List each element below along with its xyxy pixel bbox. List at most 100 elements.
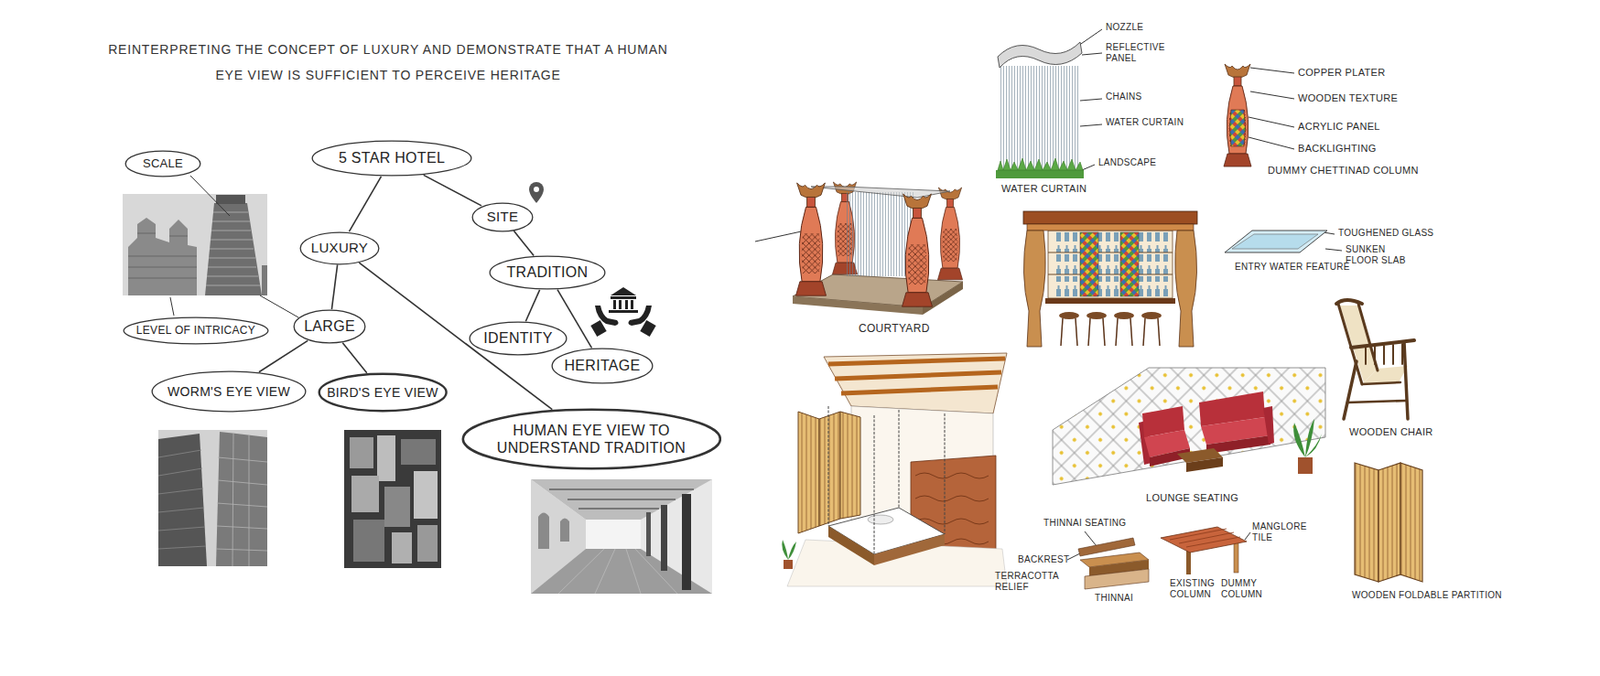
bedroom-sketch [828,358,1006,394]
leader-line [1250,91,1295,99]
bar-counter-sketch [1060,318,1160,346]
bedroom-sketch [823,353,1007,414]
node-label: LARGE [303,317,356,336]
temple-photo [122,194,268,296]
folding-partition-sketch [1354,463,1423,583]
node-label: HERITAGE [563,356,640,375]
leader-line [1248,117,1295,128]
bar-counter-sketch [1088,318,1091,346]
part-label: THINNAI [1094,593,1134,605]
leader-line [190,175,230,217]
heritage-icon [610,296,637,300]
bar-counter-sketch [1141,312,1162,320]
part-label: DUMMY CHETTINAD COLUMN [1267,164,1419,177]
bar-counter-sketch [1045,298,1176,304]
bar-counter-sketch [1059,312,1080,320]
leader-line [1081,53,1103,55]
bedroom-sketch [783,560,793,570]
node-label: 5 STAR HOTEL [338,149,445,167]
temple-photo [128,217,197,296]
corridor-photo [549,489,694,509]
water-curtain-sketch [995,170,1084,179]
wooden-chair-sketch [1404,342,1408,420]
thinnai-sketch [1078,538,1136,557]
part-label: SUNKEN FLOOR SLAB [1345,244,1417,267]
part-label: BACKREST [1017,554,1070,566]
part-label: LANDSCAPE [1098,157,1157,169]
water-curtain-sketch [995,42,1084,179]
part-label: COPPER PLATER [1297,66,1385,79]
concept-ellipse: HUMAN EYE VIEW TO UNDERSTAND TRADITION [461,408,723,471]
heritage-icon [630,300,634,310]
courtyard-sketch [938,187,963,281]
heritage-icon [608,310,638,314]
ellipse-outline [312,140,472,176]
bar-counter-sketch [1048,230,1173,299]
corridor-photo [538,513,570,551]
thinnai-sketch [1233,541,1239,573]
dummy-column-sketch [1230,109,1246,147]
corridor-photo [530,479,713,595]
worms-eye-photo [158,430,268,567]
dummy-column-sketch [1223,64,1252,167]
birds-eye-photo [417,525,438,563]
part-label: TOUGHENED GLASS [1338,227,1434,239]
concept-ellipse: SCALE [124,150,202,178]
wooden-chair-sketch [1338,303,1363,385]
node-label: WORM'S EYE VIEW [167,384,291,400]
ellipse-outline [123,317,269,345]
part-label: MANGLORE TILE [1252,521,1308,544]
bedroom-sketch [867,515,894,525]
birds-eye-photo [391,532,412,564]
connector-line [525,290,540,322]
lounge-seating-sketch [1293,419,1322,458]
folding-partition-sketch [1378,463,1401,583]
bar-counter-sketch [1113,312,1135,320]
concept-ellipse: LEVEL OF INTRICACY [122,316,270,346]
part-label: ENTRY WATER FEATURE [1234,261,1351,273]
concept-ellipse: IDENTITY [468,321,568,357]
ellipse-outline [489,256,606,290]
ellipse-outline [125,151,201,177]
part-label: CHAINS [1105,91,1143,103]
birds-eye-photo [384,486,411,528]
connector-line [259,340,308,372]
node-label: IDENTITY [483,329,552,347]
concept-ellipse: HERITAGE [551,347,654,385]
bedroom-sketch [819,411,841,527]
thinnai-sketch [1084,569,1149,590]
map-pin-icon [529,182,544,204]
leader-line [1325,248,1342,251]
leader-line [1080,124,1103,127]
lounge-seating-sketch [1297,457,1313,475]
bar-counter-sketch [1075,318,1078,346]
leader-line [1244,532,1251,541]
birds-eye-photo [349,437,374,469]
concept-ellipse: BIRD'S EYE VIEW [317,372,448,413]
lounge-seating-sketch [1263,406,1275,445]
temple-photo [122,194,268,296]
bedroom-sketch [781,353,1007,587]
concept-ellipse: LUXURY [299,231,380,266]
wooden-chair-sketch [1365,344,1403,365]
concept-ellipse: 5 STAR HOTEL [311,140,473,177]
ellipse-outline [293,310,366,344]
water-curtain-sketch [999,65,1081,171]
leader-line [1081,164,1095,171]
concept-ellipse: WORM'S EYE VIEW [151,370,307,413]
bar-counter-sketch [1048,252,1173,275]
dummy-column-sketch [1223,64,1252,167]
lounge-seating-sketch [1052,367,1326,486]
folding-partition-sketch [1354,463,1379,583]
bedroom-sketch [798,411,820,534]
node-label: TRADITION [507,263,589,282]
heritage-icon [590,320,606,337]
node-label: LEVEL OF INTRICACY [136,324,256,337]
ellipse-outline [300,232,379,265]
courtyard-sketch [792,182,963,315]
lounge-seating-sketch [1186,457,1223,473]
part-label: WOODEN TEXTURE [1297,92,1398,105]
worms-eye-photo [216,432,268,567]
leader-line [1084,531,1097,547]
worms-eye-photo [158,430,268,567]
